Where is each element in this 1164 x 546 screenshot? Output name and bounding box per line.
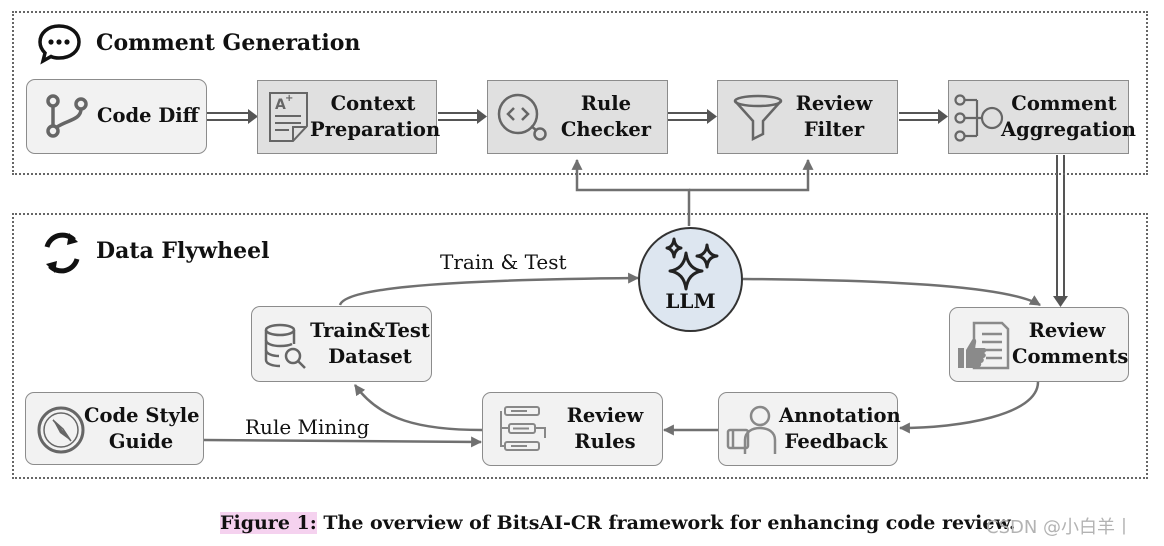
figure-caption: Figure 1: The overview of BitsAI-CR fram… (220, 512, 1015, 534)
database-search-icon (264, 323, 306, 369)
rule-mining-edge-label: Rule Mining (245, 415, 370, 439)
comment-aggregation-line1: Comment (1011, 92, 1117, 115)
arrow-styleguide-to-rules (203, 436, 483, 448)
code-diff-node: Code Diff (26, 79, 207, 154)
data-flywheel-section (12, 213, 1148, 479)
caption-text: The overview of BitsAI-CR framework for … (323, 512, 1016, 534)
aggregation-icon (954, 94, 1004, 142)
review-rules-line2: Rules (574, 430, 636, 453)
code-style-guide-node: Code Style Guide (25, 392, 204, 465)
arrow-aggregation-to-review-comments (1053, 155, 1068, 307)
comment-aggregation-node: Comment Aggregation (948, 80, 1136, 154)
sparkles-icon (665, 237, 719, 291)
arrow-llm-to-rulechecker (571, 158, 691, 226)
review-filter-line1: Review (795, 92, 873, 115)
train-test-dataset-line2: Dataset (328, 345, 412, 368)
rule-checker-line2: Checker (560, 118, 652, 141)
arrow-dataset-to-llm (338, 272, 640, 306)
comment-aggregation-line2: Aggregation (1001, 118, 1136, 141)
comment-generation-section (12, 11, 1148, 175)
arrow-llm-to-review-comments (742, 277, 1041, 307)
rule-checker-node: Rule Checker (487, 80, 668, 154)
annotation-feedback-line2: Feedback (784, 430, 888, 453)
rules-flow-icon (500, 406, 546, 451)
figure-label: Figure 1: (220, 512, 317, 534)
review-filter-line2: Filter (803, 118, 865, 141)
arrow-codediff-to-context (207, 109, 258, 124)
review-comments-line1: Review (1028, 319, 1106, 342)
git-branch-icon (46, 94, 88, 138)
train-test-dataset-node: Train&Test Dataset (251, 306, 432, 382)
comment-generation-title: Comment Generation (96, 30, 361, 56)
thumbs-up-document-icon (958, 321, 1010, 370)
data-flywheel-title: Data Flywheel (96, 238, 270, 264)
rule-checker-line1: Rule (580, 92, 632, 115)
document-edit-icon: A + (269, 92, 308, 142)
svg-text:A: A (275, 97, 286, 113)
code-style-guide-line2: Guide (108, 430, 174, 453)
compass-icon (37, 406, 85, 454)
review-rules-node: Review Rules (482, 392, 663, 466)
arrow-context-to-rulechecker (438, 109, 487, 124)
arrow-filter-to-aggregation (899, 109, 948, 124)
context-preparation-node: A + Context Preparation (257, 80, 441, 154)
code-style-guide-line1: Code Style (84, 404, 200, 427)
funnel-icon (733, 94, 783, 142)
arrow-rulechecker-to-filter (668, 109, 717, 124)
annotation-feedback-node: Annotation Feedback (718, 392, 901, 466)
train-test-dataset-line1: Train&Test (310, 319, 430, 342)
annotator-icon (726, 405, 777, 454)
review-comments-line2: Comments (1012, 345, 1129, 368)
context-preparation-line2: Preparation (310, 118, 441, 141)
refresh-cycle-icon (44, 232, 80, 274)
review-comments-node: Review Comments (949, 307, 1129, 382)
chat-bubble-icon (38, 24, 81, 65)
arrow-rules-to-dataset (353, 384, 483, 432)
svg-text:+: + (285, 93, 293, 104)
llm-node: LLM (638, 227, 743, 332)
train-test-edge-label: Train & Test (440, 250, 567, 274)
llm-label: LLM (665, 289, 716, 313)
watermark: CSDN @小白羊丨 (986, 517, 1134, 538)
code-search-icon (497, 93, 547, 141)
annotation-feedback-line1: Annotation (779, 404, 901, 427)
review-rules-line1: Review (566, 404, 644, 427)
code-diff-label: Code Diff (97, 104, 199, 127)
arrow-llm-to-filter (689, 158, 814, 192)
review-filter-node: Review Filter (717, 80, 898, 154)
arrow-comments-to-annotation (898, 381, 1040, 434)
context-preparation-line1: Context (330, 92, 416, 115)
